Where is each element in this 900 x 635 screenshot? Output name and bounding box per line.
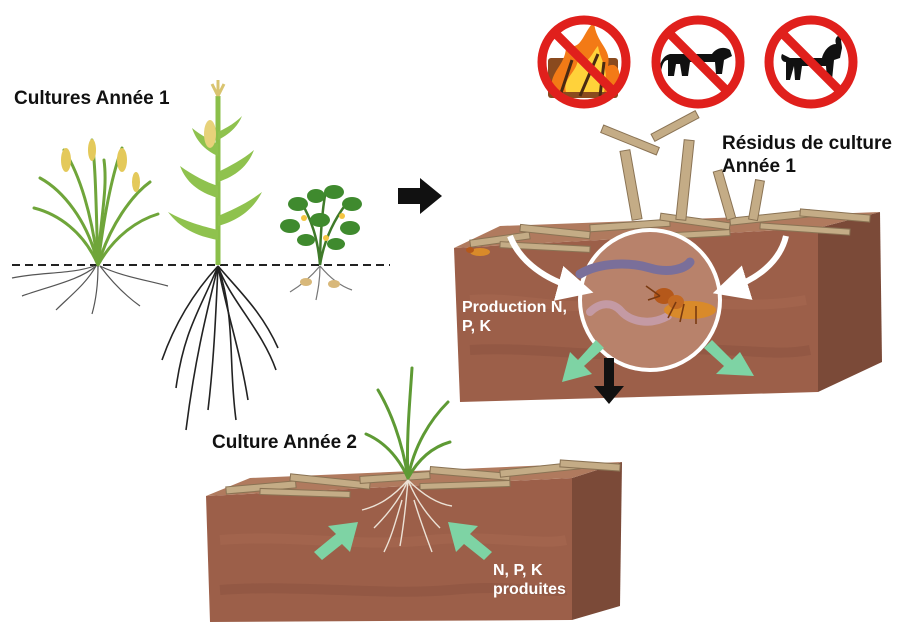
white-input-arrows bbox=[507, 234, 789, 301]
production-npk-label: Production N, P, K bbox=[462, 299, 567, 336]
black-arrow-right bbox=[398, 178, 442, 214]
termite bbox=[645, 285, 716, 324]
year2-soil-block bbox=[206, 462, 622, 622]
no-goat-icon bbox=[764, 15, 858, 109]
crop-year2-label: Culture Année 2 bbox=[212, 432, 357, 453]
npk-produced-label: N, P, K produites bbox=[493, 562, 566, 599]
rice-plant bbox=[11, 138, 169, 315]
mulch-layer bbox=[225, 459, 621, 499]
maize-plant bbox=[161, 80, 279, 431]
nutrient-arrows-year2 bbox=[314, 522, 492, 560]
no-burning-icon bbox=[537, 15, 631, 109]
nutrient-arrows-year1 bbox=[562, 340, 754, 382]
residues-title: Résidus de culture Année 1 bbox=[722, 133, 892, 177]
crop-residue-pile bbox=[469, 110, 871, 253]
young-roots bbox=[361, 479, 453, 553]
peanut-plant bbox=[280, 185, 362, 301]
small-termite bbox=[466, 247, 490, 256]
no-cattle-icon bbox=[651, 15, 745, 109]
young-plant bbox=[364, 366, 452, 480]
crops-year1-label: Cultures Année 1 bbox=[14, 88, 170, 109]
black-arrow-down bbox=[594, 358, 624, 404]
earthworm bbox=[575, 257, 695, 326]
